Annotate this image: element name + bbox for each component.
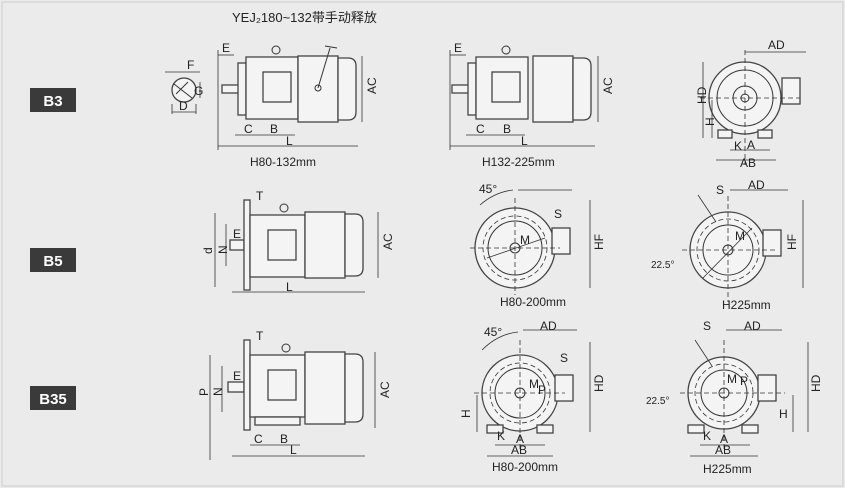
dim-P-b35-end: P: [538, 383, 546, 397]
dim-B: B: [270, 122, 278, 136]
dim-22-b35: 22.5°: [646, 396, 669, 407]
dim-AD-b35-large: AD: [744, 319, 761, 333]
b3-side-view-small: E C B L AC H80-132mm: [217, 41, 379, 169]
dim-S-b5-large: S: [716, 183, 724, 197]
dim-T: T: [256, 189, 264, 203]
b35-end-view-large: S AD M P 22.5° H HD K A AB H225mm: [646, 319, 823, 476]
caption-b35-small: H80-200mm: [492, 460, 558, 474]
row-label-b5-text: B5: [43, 253, 62, 270]
dim-H: H: [703, 117, 717, 126]
dim-P-b35: P: [197, 388, 211, 396]
dim-A-b35: A: [516, 432, 524, 446]
caption-b5-large: H225mm: [722, 298, 771, 312]
dim-A-b35-large: A: [720, 432, 728, 446]
dim-AC-b35: AC: [378, 381, 392, 398]
dim-M-b35-large: M: [727, 372, 737, 386]
b35-side-view: T E P N C B L AC: [197, 329, 392, 460]
dim-AC-b5: AC: [381, 233, 395, 250]
dim-HD-b35: HD: [592, 374, 606, 392]
dim-L-large: L: [521, 134, 528, 148]
dim-AB-b35-large: AB: [715, 443, 731, 457]
b5-end-view-small: 45° S M HF H80-200mm: [470, 182, 606, 309]
row-label-b5: B5: [30, 248, 76, 272]
dim-45-b35: 45°: [484, 325, 502, 339]
dim-B-large: B: [503, 122, 511, 136]
dim-HD: HD: [695, 86, 709, 104]
dim-S-b35-large: S: [703, 319, 711, 333]
dim-AD-b35: AD: [540, 319, 557, 333]
dim-C-b35: C: [254, 432, 263, 446]
dim-AC-large: AC: [601, 77, 615, 94]
dim-d: d: [201, 247, 215, 254]
dim-L: L: [286, 134, 293, 148]
row-label-b35: B35: [30, 386, 76, 410]
dim-M-b5-large: M: [735, 229, 745, 243]
dim-N: N: [216, 245, 230, 254]
b5-end-view-large: S AD M 22.5° HF H225mm: [651, 178, 804, 312]
b3-end-view: AD HD H K A AB: [695, 38, 806, 170]
b5-side-view: T E d N L AC: [201, 189, 395, 294]
dim-E: E: [222, 41, 230, 55]
dim-HD-b35-large: HD: [809, 374, 823, 392]
dim-AD-b5-large: AD: [748, 178, 765, 192]
dim-L-b35: L: [290, 443, 297, 457]
dim-M-b5: M: [520, 233, 530, 247]
dim-E-large: E: [454, 41, 462, 55]
caption-b35-large: H225mm: [703, 462, 752, 476]
dim-B-b35: B: [280, 432, 288, 446]
dim-T-b35: T: [256, 329, 264, 343]
caption-b3-small: H80-132mm: [250, 155, 316, 169]
dim-K: K: [734, 139, 742, 153]
dim-D: D: [179, 99, 188, 113]
dim-HF-b5: HF: [592, 234, 606, 250]
b3-side-view-large: E C B L AC H132-225mm: [449, 41, 615, 169]
dim-C: C: [244, 122, 253, 136]
dim-A: A: [747, 138, 755, 152]
row-label-b3-text: B3: [43, 93, 62, 110]
dim-E-b35: E: [233, 369, 241, 383]
shaft-section: F G D: [165, 58, 203, 114]
dim-M-b35: M: [529, 377, 539, 391]
dim-F: F: [187, 58, 194, 72]
dim-22-b5: 22.5°: [651, 260, 674, 271]
dim-S-b35: S: [560, 351, 568, 365]
row-label-b3: B3: [30, 88, 76, 112]
dim-AB: AB: [740, 156, 756, 170]
dim-N-b35: N: [211, 387, 225, 396]
dim-AB-b35: AB: [511, 443, 527, 457]
dim-K-b35: K: [497, 429, 505, 443]
dim-AD: AD: [768, 38, 785, 52]
dim-S-b5: S: [554, 207, 562, 221]
dim-L-b5: L: [286, 280, 293, 294]
dim-45-b5: 45°: [479, 182, 497, 196]
caption-b5-small: H80-200mm: [500, 295, 566, 309]
dim-K-b35-large: K: [703, 429, 711, 443]
diagram-title: YEJ₂180~132带手动释放: [232, 10, 377, 25]
dim-AC: AC: [365, 77, 379, 94]
dim-G: G: [194, 84, 203, 98]
dim-E-b5: E: [233, 227, 241, 241]
dim-C-large: C: [476, 122, 485, 136]
dim-HF-b5-large: HF: [785, 234, 799, 250]
row-label-b35-text: B35: [39, 391, 67, 408]
dim-P-b35-large: P: [740, 374, 748, 388]
dim-H-b35: H: [459, 409, 473, 418]
dim-H-b35-large: H: [779, 407, 788, 421]
b35-end-view-small: 45° AD S M P HD H K A AB H80-200mm: [459, 319, 606, 474]
caption-b3-large: H132-225mm: [482, 155, 555, 169]
